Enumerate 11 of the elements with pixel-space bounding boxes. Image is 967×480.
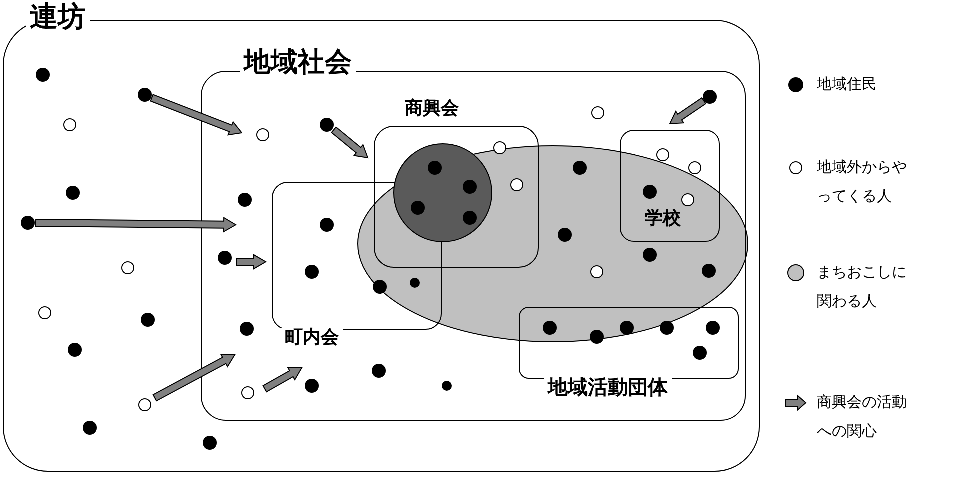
group-label: 連坊 — [26, 2, 90, 33]
group-label: 地域活動団体 — [544, 376, 672, 398]
legend-label: 地域外からやってくる人 — [817, 157, 908, 206]
legend-label: 商興会の活動への関心 — [817, 392, 908, 442]
group-label: 町内会 — [281, 328, 343, 348]
group-label: 地域社会 — [240, 48, 356, 78]
association-circle — [393, 143, 493, 243]
legend-label: まちおこしに関わる人 — [817, 262, 908, 312]
group-label: 学校 — [644, 209, 682, 229]
legend-label: 地域住民 — [817, 74, 878, 95]
participant-ellipse — [357, 145, 749, 343]
